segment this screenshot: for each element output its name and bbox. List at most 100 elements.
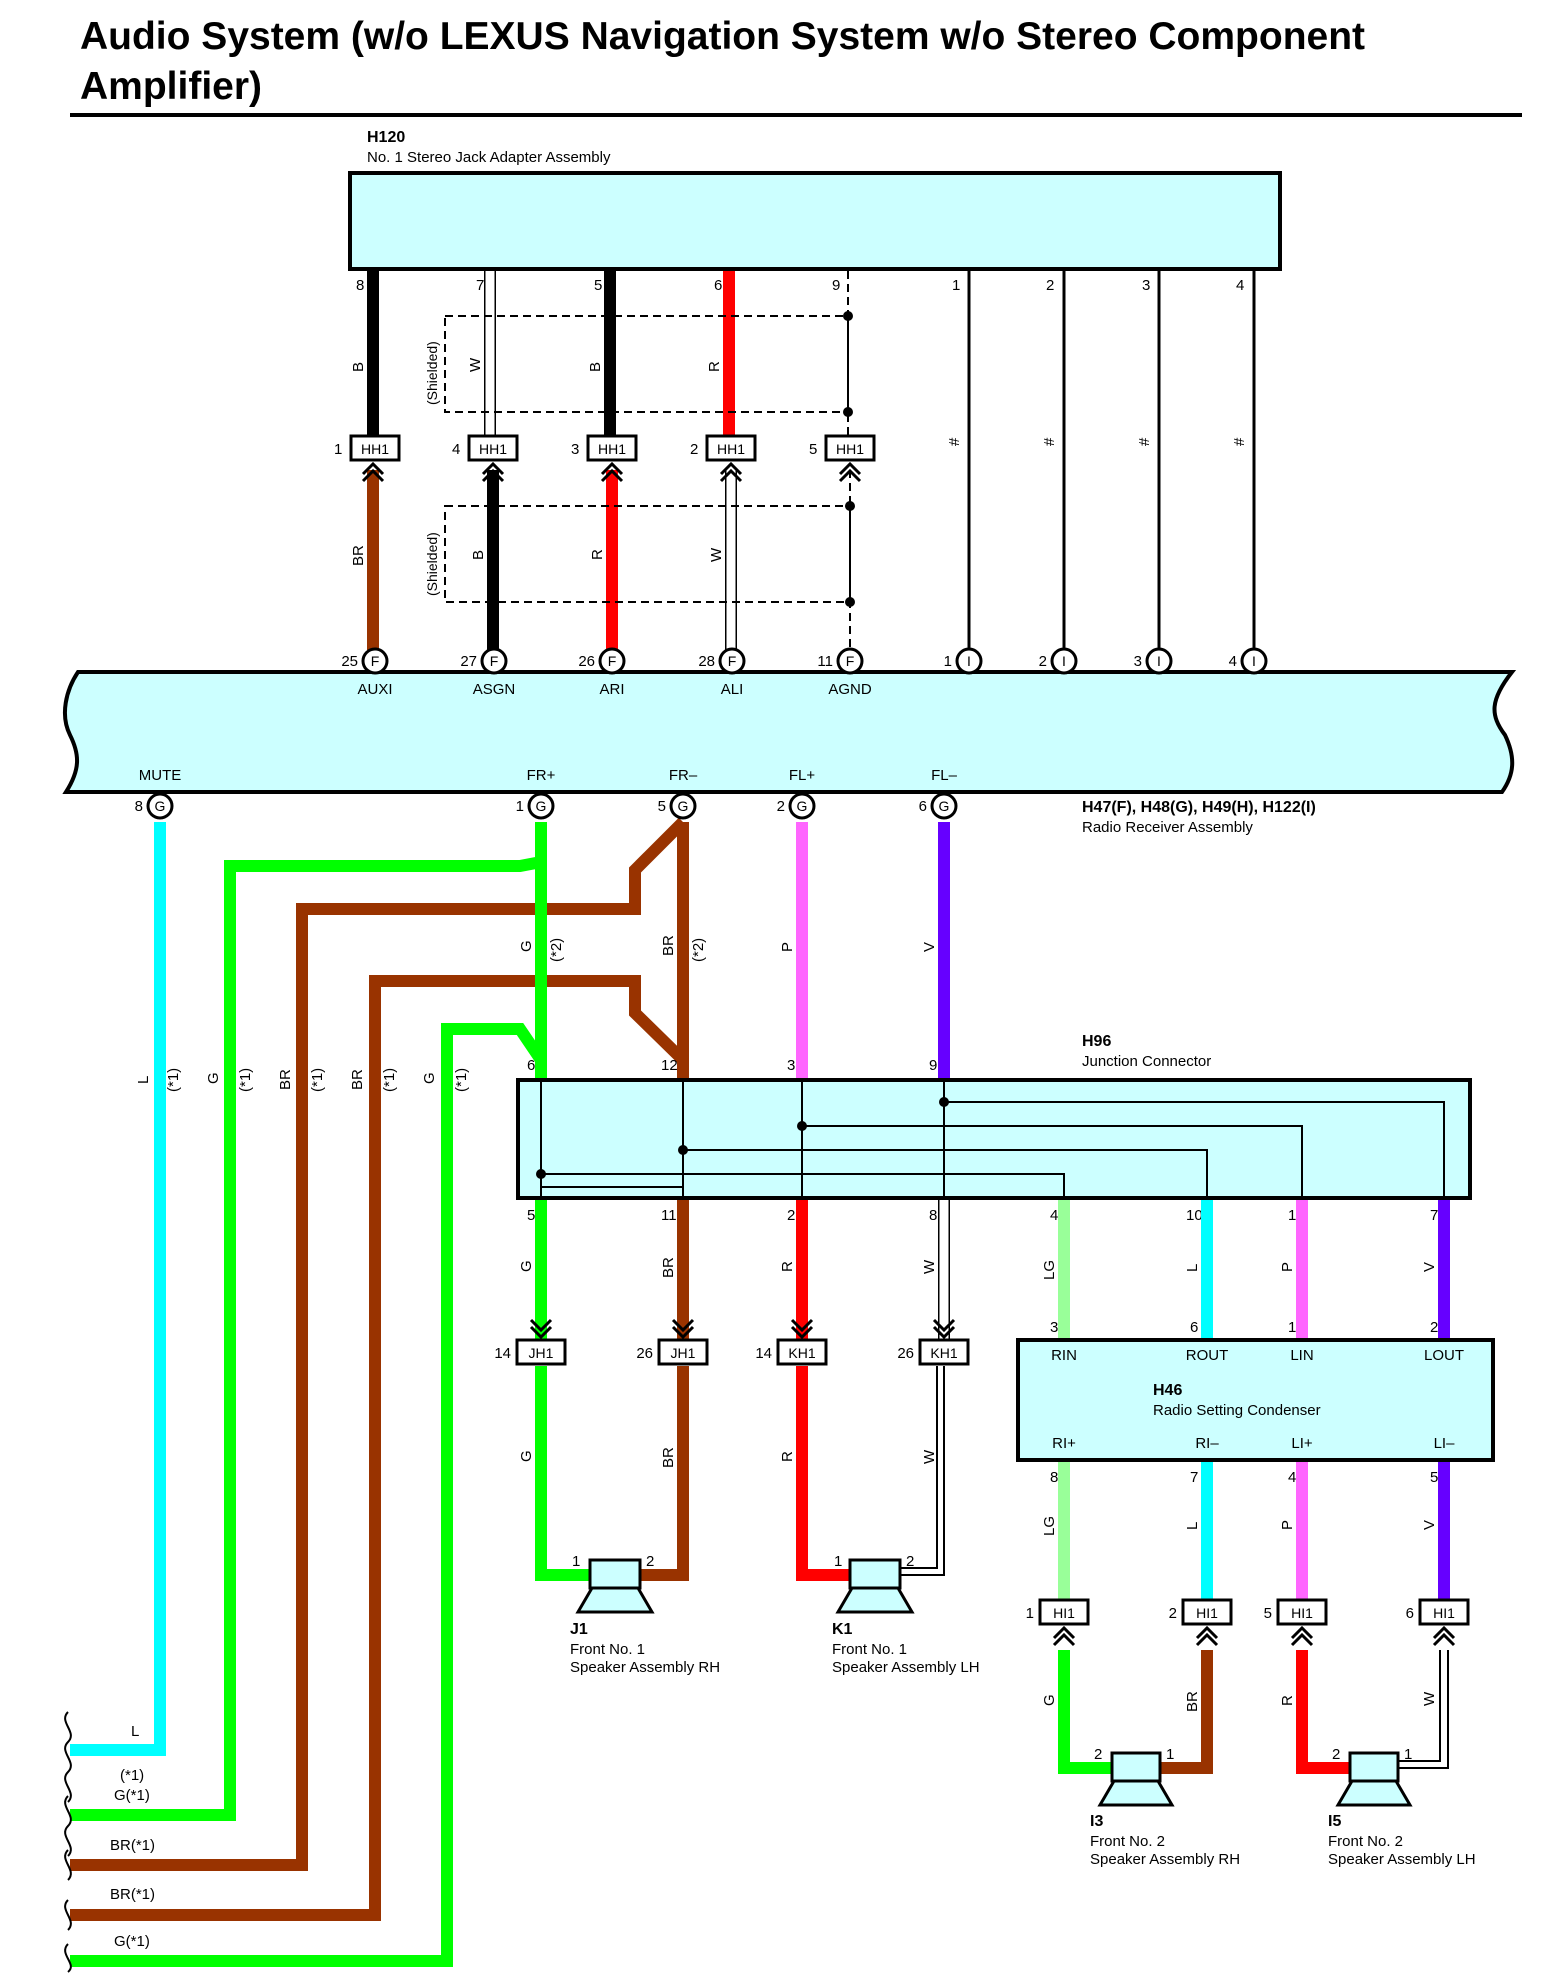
pin-code: F <box>846 653 855 669</box>
hash-label: # <box>946 437 963 446</box>
hi1-label: HI1 <box>1433 1605 1455 1621</box>
speaker-pin: 1 <box>572 1553 580 1570</box>
k1-id: K1 <box>832 1621 853 1638</box>
upper-wire-label: B <box>350 362 367 372</box>
left-wire-color: L <box>135 1076 152 1084</box>
h46-pin: 5 <box>1430 1469 1438 1486</box>
shield-dot <box>845 501 855 511</box>
pin-name: FR– <box>669 767 698 784</box>
pin-number: 1 <box>516 798 524 815</box>
end-label: G(*1) <box>114 1787 150 1804</box>
hi1-label: HI1 <box>1196 1605 1218 1621</box>
hh1-box <box>349 434 401 462</box>
speaker-icon <box>1110 1751 1162 1783</box>
break-mark-icon <box>64 1899 72 1931</box>
h46-name: Radio Setting Condenser <box>1153 1402 1321 1419</box>
connector-label: JH1 <box>671 1345 696 1361</box>
lower-wire-label: W <box>708 547 725 562</box>
hi1-label: HI1 <box>1291 1605 1313 1621</box>
speaker-i5: 2 1 I5 Front No. 2 Speaker Assembly LH <box>1328 1746 1476 1868</box>
wire-br-to-j1 <box>640 1366 689 1581</box>
hi1-pin: 1 <box>1026 1605 1034 1622</box>
hh1-box <box>467 434 519 462</box>
chevron-up-icon <box>1432 1625 1456 1647</box>
chevron-up-icon <box>1052 1625 1076 1647</box>
break-mark-icon <box>64 1849 72 1881</box>
speaker-pin: 2 <box>1094 1746 1102 1763</box>
pin-number: 25 <box>341 653 358 670</box>
pin-number: 6 <box>919 798 927 815</box>
pin-name: ALI <box>721 681 744 698</box>
h96-bottom-pins: 5 11 2 8 4 10 1 7 <box>527 1207 1438 1224</box>
hi1-wire-label: R <box>1279 1695 1296 1706</box>
speaker-pin: 2 <box>1332 1746 1340 1763</box>
wire-r-to-k1 <box>796 1366 850 1581</box>
hi1-label: HI1 <box>1053 1605 1075 1621</box>
h46-pin-name: ROUT <box>1186 1347 1229 1364</box>
radio-receiver-box <box>62 670 1517 794</box>
hi1-box <box>1181 1598 1233 1626</box>
h120-pin: 8 <box>356 277 364 294</box>
pin-number: 3 <box>1134 653 1142 670</box>
speaker-pin: 2 <box>906 1553 914 1570</box>
shield-dot <box>843 311 853 321</box>
h46-box <box>1016 1338 1495 1462</box>
break-mark-icon <box>64 1943 72 1973</box>
wire-w-to-k1 <box>900 1366 945 1576</box>
hh1-pin: 3 <box>571 441 579 458</box>
h96-pin: 9 <box>929 1057 937 1074</box>
connector-pin: 14 <box>494 1345 511 1362</box>
h120-pin: 2 <box>1046 277 1054 294</box>
h46-wire-label: V <box>1421 1520 1438 1530</box>
chevron-up-icon <box>600 461 624 483</box>
h46-pin: 2 <box>1430 1319 1438 1336</box>
h46-bottom-pins: 8 7 4 5 <box>1050 1469 1438 1486</box>
shield-box-upper <box>444 315 849 413</box>
end-label: L <box>131 1723 139 1740</box>
left-wire-note: (*1) <box>453 1068 470 1092</box>
h120-pin: 7 <box>476 277 484 294</box>
left-wire-color: G <box>421 1072 438 1084</box>
speaker-pin: 2 <box>646 1553 654 1570</box>
jh1-box <box>515 1338 567 1366</box>
h96-pin: 5 <box>527 1207 535 1224</box>
k1-name2: Speaker Assembly LH <box>832 1659 980 1676</box>
speaker-pin: 1 <box>1404 1746 1412 1763</box>
hh1-label: HH1 <box>361 441 389 457</box>
h96-wire-label: LG <box>1041 1260 1058 1280</box>
pin-name: FL+ <box>789 767 816 784</box>
h96-wire-label: BR <box>660 1257 677 1278</box>
hi1-chevrons <box>1052 1625 1456 1647</box>
shield-dot <box>845 597 855 607</box>
break-mark-icon <box>64 1711 72 1803</box>
h96-wire-label: G <box>518 1260 535 1272</box>
pin-code: F <box>728 653 737 669</box>
jh1-box <box>657 1338 709 1366</box>
pin-number: 26 <box>578 653 595 670</box>
h96-wire-label: V <box>1421 1262 1438 1272</box>
h120-box <box>348 171 1282 271</box>
shield-dot <box>843 407 853 417</box>
speaker-j1: 1 2 J1 Front No. 1 Speaker Assembly RH <box>570 1553 720 1676</box>
h46-pin-name: LI– <box>1434 1435 1456 1452</box>
jk-wire-label: W <box>921 1449 938 1464</box>
pin-circle <box>527 792 555 820</box>
jk-connectors: JH1 JH1 KH1 KH1 14 26 14 26 <box>494 1338 970 1366</box>
hh1-box <box>705 434 757 462</box>
h96-pin: 7 <box>1430 1207 1438 1224</box>
i3-name2: Speaker Assembly RH <box>1090 1851 1240 1868</box>
h46-pin-name: RI+ <box>1052 1435 1076 1452</box>
h46-pin: 3 <box>1050 1319 1058 1336</box>
wire-label-p: P <box>779 942 796 952</box>
pin-number: 1 <box>944 653 952 670</box>
pin-name: MUTE <box>139 767 182 784</box>
h96-internal-wiring <box>540 1080 1445 1198</box>
hi1-wire-label: W <box>1421 1691 1438 1706</box>
pin-code: F <box>371 653 380 669</box>
h46-wire-label: L <box>1184 1522 1201 1530</box>
pin-number: 4 <box>1229 653 1237 670</box>
i3-id: I3 <box>1090 1813 1103 1830</box>
pin-code: G <box>536 798 547 814</box>
chevron-up-icon <box>481 461 505 483</box>
hh1-pin: 4 <box>452 441 460 458</box>
